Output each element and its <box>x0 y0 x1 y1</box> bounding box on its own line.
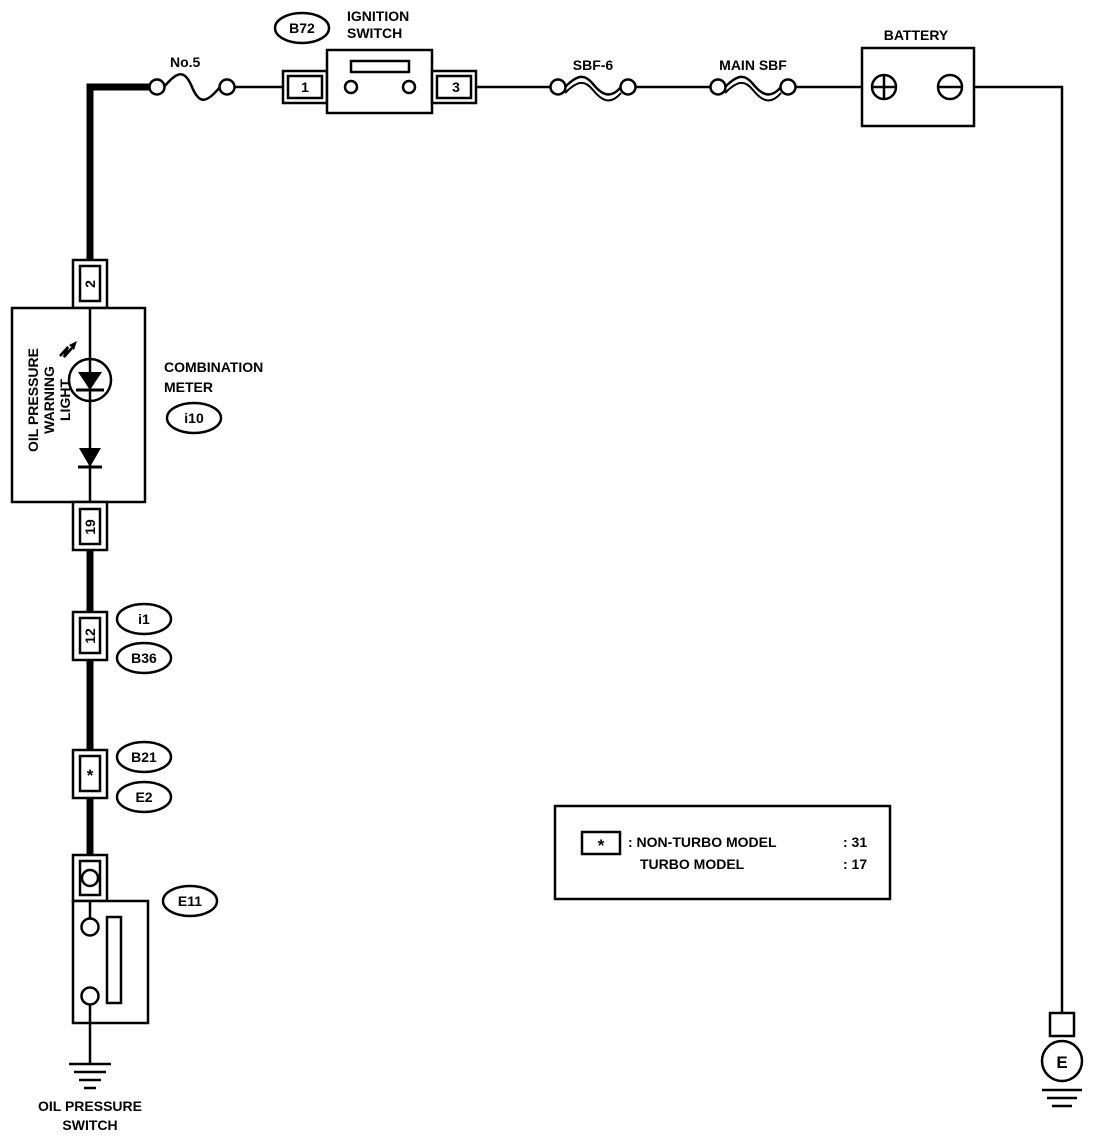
combination-meter-label-2: METER <box>164 379 213 395</box>
i1-badge <box>115 602 173 636</box>
legend-symbol: * <box>598 836 605 855</box>
b36-badge <box>115 641 173 675</box>
connector-i1-b36: 12 i1 B36 <box>71 602 173 675</box>
oil-pressure-switch-label-2: SWITCH <box>62 1117 117 1133</box>
e11-label: E11 <box>178 893 202 909</box>
ground-icon <box>69 1062 111 1090</box>
warning-light-label-2: WARNING <box>41 366 57 434</box>
b36-label: B36 <box>131 650 157 666</box>
ground-e-label: E <box>1056 1053 1067 1072</box>
ignition-pin-1: 1 <box>301 79 309 95</box>
main-sbf: MAIN SBF <box>709 57 797 102</box>
i1-label: i1 <box>138 611 150 627</box>
i10-label: i10 <box>184 410 204 426</box>
e2-badge <box>115 780 173 814</box>
i10-badge <box>165 401 223 435</box>
legend-row-2-value: : 17 <box>843 856 867 872</box>
meter-pin-2: 2 <box>82 280 98 288</box>
wire-battery-to-ground <box>972 85 1064 1015</box>
e11-badge <box>161 884 219 918</box>
ignition-switch: B72 IGNITION SWITCH 1 3 <box>273 8 478 115</box>
legend-row-2-name: TURBO MODEL <box>640 856 745 872</box>
battery: BATTERY <box>860 27 976 128</box>
ignition-label-1: IGNITION <box>347 8 409 24</box>
connector-pin-12: 12 <box>82 628 98 644</box>
fuse-no5: No.5 <box>148 54 236 101</box>
combination-meter-label-1: COMBINATION <box>164 359 263 375</box>
meter-pin-19: 19 <box>82 519 98 535</box>
connector-pin-star: * <box>87 766 94 785</box>
warning-light-label-3: LIGHT <box>57 379 73 421</box>
ignition-label-2: SWITCH <box>347 25 402 41</box>
ground-e: E <box>1040 1011 1084 1108</box>
ground-e-icon <box>1040 1039 1084 1083</box>
oil-pressure-switch: E11 OIL PRESSURE SWITCH <box>38 853 219 1133</box>
sbf6-label: SBF-6 <box>573 57 614 73</box>
wire-fuse-to-meter <box>86 83 161 269</box>
legend-row-1-name: : NON-TURBO MODEL <box>628 834 777 850</box>
b21-label: B21 <box>131 749 157 765</box>
warning-light-label-1: OIL PRESSURE <box>25 348 41 452</box>
b21-badge <box>115 740 173 774</box>
battery-label: BATTERY <box>884 27 949 43</box>
fuse-no5-label: No.5 <box>170 54 201 70</box>
light-emission-icon <box>59 346 73 358</box>
main-sbf-label: MAIN SBF <box>719 57 787 73</box>
legend-box: * : NON-TURBO MODEL : 31 TURBO MODEL : 1… <box>553 804 892 901</box>
connector-b21-e2: * B21 E2 <box>71 740 173 814</box>
combination-meter: 2 OIL PRESSURE WARNING LIGHT 19 COMBINAT… <box>10 258 263 552</box>
ignition-pin-3: 3 <box>452 79 460 95</box>
sbf-6: SBF-6 <box>549 57 637 102</box>
b72-badge <box>273 11 331 45</box>
oil-pressure-switch-label-1: OIL PRESSURE <box>38 1098 142 1114</box>
diode-icon <box>79 448 101 467</box>
e2-label: E2 <box>135 789 152 805</box>
b72-label: B72 <box>289 20 315 36</box>
legend-row-1-value: : 31 <box>843 834 867 850</box>
